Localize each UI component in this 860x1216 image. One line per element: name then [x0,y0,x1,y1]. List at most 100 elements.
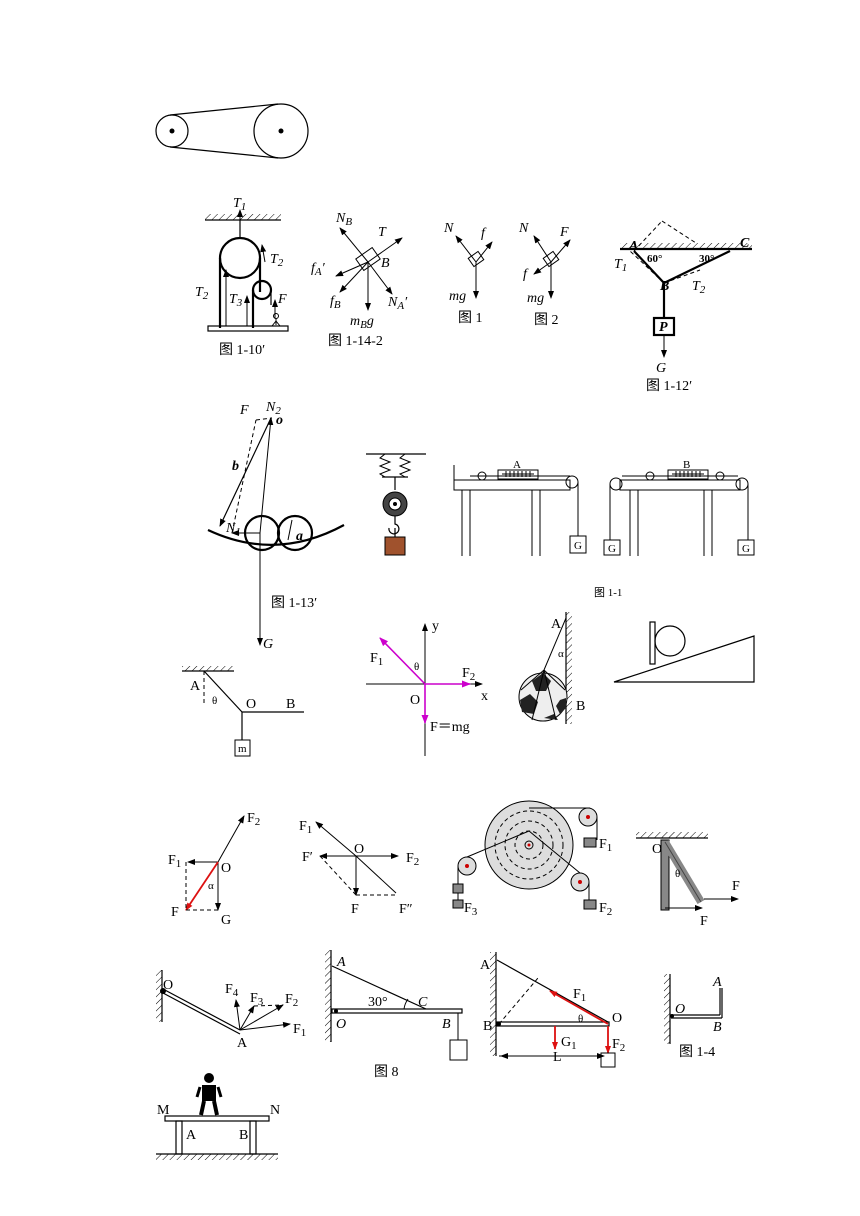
label-A: A [551,617,562,632]
label-O: O [652,842,662,857]
label-L: L [553,1050,562,1065]
caption-1-13: 图 1-13′ [271,596,317,611]
label-O: O [354,842,364,857]
label-A: A [628,239,638,254]
label-F: F [171,905,179,920]
label-T2-left: T2 [195,285,209,302]
label-G-right: G [574,540,582,552]
caption-1-10: 图 1-10′ [219,343,265,358]
rod-forces-figure: O F4 F3 F2 F1 A [156,970,306,1051]
label-F1: F1 [168,853,181,870]
label-B: B [286,697,295,712]
coordinate-forces-figure: y x F1 θ F2 O F＝mg [366,619,488,756]
caption-1-4: 图 1-4 [679,1045,715,1060]
label-y: y [432,619,439,634]
label-G: G [656,361,666,376]
label-T2: T2 [270,252,284,269]
incline-ball-figure [613,621,755,683]
caption-1-12: 图 1-12′ [646,379,692,394]
label-F2: F2 [285,992,298,1009]
figure-8: A 30° C O B 图 8 [325,950,468,1080]
label-P: P [659,320,668,335]
label-NB: NB [335,211,352,228]
label-x: x [481,689,488,704]
label-F1: F1 [293,1022,306,1039]
football-wall-figure: A α B [518,612,585,724]
label-alpha: α [208,880,214,892]
bracket-mass-figure: A θ O B m [182,666,304,757]
label-F2: F2 [406,851,419,868]
label-angle-30: 30° [699,253,714,265]
label-theta: θ [578,1013,583,1025]
label-B: B [576,699,585,714]
caption-1-14-2: 图 1-14-2 [328,334,383,349]
label-O: O [163,978,173,993]
label-T1: T1 [233,196,246,213]
label-B: B [442,1017,451,1032]
label-f: f [481,226,487,241]
label-B: B [381,256,390,271]
label-N1: N1 [225,521,241,538]
label-F: F [239,403,249,418]
label-F-bottom: F [700,914,708,929]
label-F1: F1 [370,651,383,668]
label-O: O [675,1002,685,1017]
label-A: A [336,955,346,970]
label-T3: T3 [229,292,243,309]
block-forces-figure: NB T fA′ B fB NA′ mBg 图 1-14-2 [311,211,408,349]
label-A: A [480,958,491,973]
label-mg: mg [449,289,466,304]
label-theta: θ [675,868,680,880]
figure-1-12: A C 60° 30° T1 B T2 P G 图 1-12′ [614,220,752,394]
label-F2: F2 [247,811,260,828]
label-O: O [410,693,420,708]
label-O: O [221,861,231,876]
label-NA-prime: NA′ [387,295,408,312]
figure-1-4: A O B 图 1-4 [664,974,723,1060]
label-b: b [232,459,239,474]
label-F1: F1 [573,987,586,1004]
label-F3: F3 [250,991,264,1008]
label-F-double-prime: F″ [399,902,413,917]
label-G: G [263,637,273,652]
label-O: O [336,1017,346,1032]
label-F2: F2 [612,1037,625,1054]
label-F-mg: F＝mg [430,720,470,735]
label-mBg: mBg [350,314,374,331]
rod-weight-figure: A F1 θ O B G1 F2 L [480,952,625,1068]
label-F1: F1 [299,819,312,836]
figure-1-1: A G B G G 图 1-1 [453,459,755,599]
label-M: M [157,1103,170,1118]
label-F: F [351,902,359,917]
label-A: A [513,459,521,471]
label-A: A [186,1128,197,1143]
label-B: B [713,1020,722,1035]
pulley-system-figure: T1 T2 T2 T3 F 图 1-10′ [195,196,289,358]
label-F: F [559,225,569,240]
label-F: F [277,292,287,307]
figure-1-13: F N2 o b a N1 G 图 1-13′ [207,400,345,652]
label-o: o [276,413,283,428]
label-F-prime: F′ [302,850,313,865]
label-A: A [712,975,722,990]
label-T: T [378,225,387,240]
label-T1: T1 [614,257,627,274]
label-B: B [239,1128,248,1143]
label-C: C [740,236,750,251]
figure-1: N f mg 图 1 [443,221,493,326]
label-T2: T2 [692,279,706,296]
label-m: m [238,743,247,755]
label-A: A [237,1036,248,1051]
label-F4: F4 [225,982,239,999]
label-B: B [683,459,690,471]
label-A: A [190,679,201,694]
label-F3: F3 [464,901,478,918]
hinged-rod-figure: O θ F F [636,832,740,929]
label-alpha: α [558,648,564,660]
label-fB: fB [330,294,341,311]
label-G-left: G [608,543,616,555]
caption-fig-2: 图 2 [534,313,559,328]
caption-1-1: 图 1-1 [594,586,622,599]
